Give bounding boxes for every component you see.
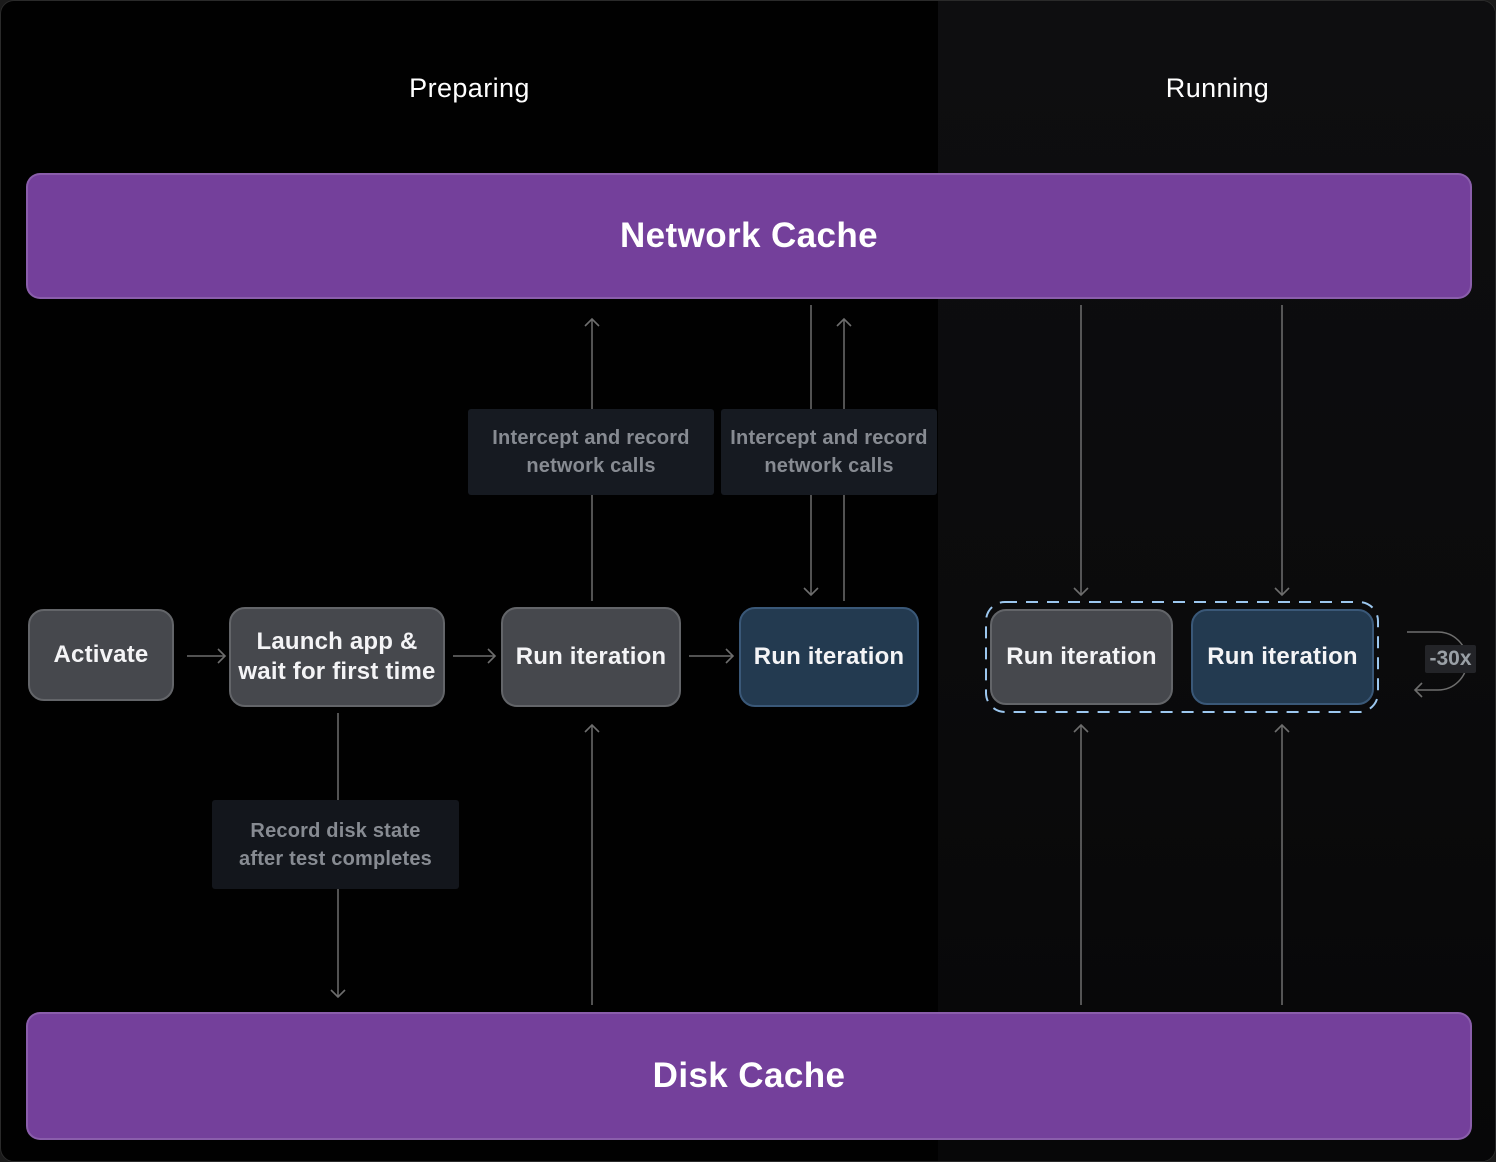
node-launch-app-label-line1: Launch app &	[256, 628, 418, 655]
node-run-iteration-running-cold: Run iteration	[990, 609, 1173, 705]
node-run-iteration-label: Run iteration	[753, 643, 905, 670]
loop-count-label: -30x	[1429, 647, 1472, 670]
node-launch-app-label-line2: wait for first time	[238, 658, 436, 685]
node-activate-label: Activate	[53, 641, 149, 668]
node-launch-app: Launch app & wait for first time	[229, 607, 445, 707]
node-run-iteration-label: Run iteration	[1006, 643, 1157, 670]
note-intercept-network-calls-right: Intercept and record network calls	[721, 409, 937, 495]
note-intercept-network-calls-left: Intercept and record network calls	[468, 409, 714, 495]
note-line: Intercept and record	[730, 427, 928, 449]
network-cache-bar: Network Cache	[26, 173, 1472, 299]
node-run-iteration-running-warm: Run iteration	[1191, 609, 1374, 705]
node-run-iteration-label: Run iteration	[1207, 643, 1358, 670]
disk-cache-bar: Disk Cache	[26, 1012, 1472, 1140]
note-line: network calls	[764, 455, 894, 477]
note-line: Record disk state	[250, 819, 421, 842]
note-line: after test completes	[239, 847, 432, 870]
network-cache-label: Network Cache	[619, 216, 879, 255]
disk-cache-label: Disk Cache	[652, 1056, 846, 1095]
node-run-iteration-preparing-cold: Run iteration	[501, 607, 681, 707]
node-activate: Activate	[28, 609, 174, 701]
iteration-loop-dashed-group	[985, 601, 1379, 713]
note-line: Intercept and record	[492, 427, 690, 449]
node-run-iteration-label: Run iteration	[515, 643, 667, 670]
node-run-iteration-preparing-warm: Run iteration	[739, 607, 919, 707]
note-line: network calls	[526, 455, 656, 477]
note-record-disk-state: Record disk state after test completes	[212, 800, 459, 889]
phase-title-preparing: Preparing	[409, 72, 530, 103]
loop-count-badge: -30x	[1425, 645, 1476, 673]
phase-title-running: Running	[1165, 72, 1270, 103]
